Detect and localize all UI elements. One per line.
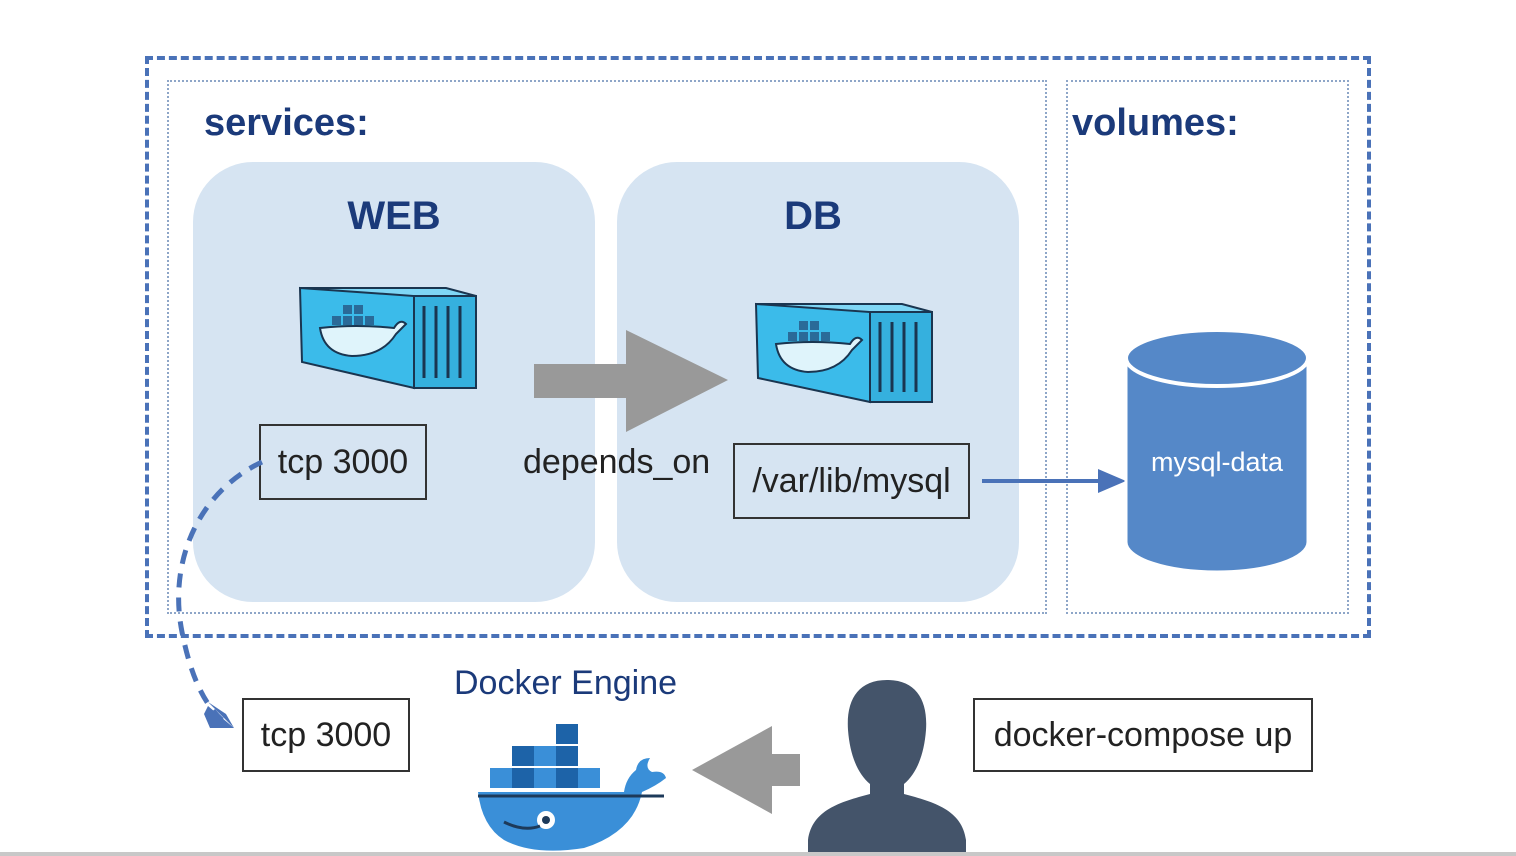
services-frame xyxy=(167,80,1047,614)
container-icon xyxy=(298,286,477,390)
volumes-frame xyxy=(1066,80,1349,614)
depends-on-label: depends_on xyxy=(523,443,711,481)
command-arrow xyxy=(692,726,800,814)
services-heading: services: xyxy=(204,102,369,144)
port-mapping-arrow xyxy=(176,459,264,728)
docker-engine-title: Docker Engine xyxy=(454,664,678,702)
db-service-title: DB xyxy=(784,194,842,238)
web-service-title: WEB xyxy=(347,194,441,238)
volumes-heading: volumes: xyxy=(1072,102,1239,144)
bottom-divider xyxy=(0,852,1516,856)
database-cylinder-icon xyxy=(1124,328,1310,574)
depends-on-arrow xyxy=(534,330,728,432)
person-icon xyxy=(808,680,966,856)
command-box: docker-compose up xyxy=(973,698,1313,772)
db-mount-box: /var/lib/mysql xyxy=(733,443,970,519)
compose-frame xyxy=(145,56,1371,638)
docker-whale-icon xyxy=(478,724,666,851)
container-icon xyxy=(754,302,933,404)
web-port-box: tcp 3000 xyxy=(259,424,427,500)
volume-label: mysql-data xyxy=(1150,447,1284,477)
host-port-box: tcp 3000 xyxy=(242,698,410,772)
mount-arrow xyxy=(982,469,1126,493)
